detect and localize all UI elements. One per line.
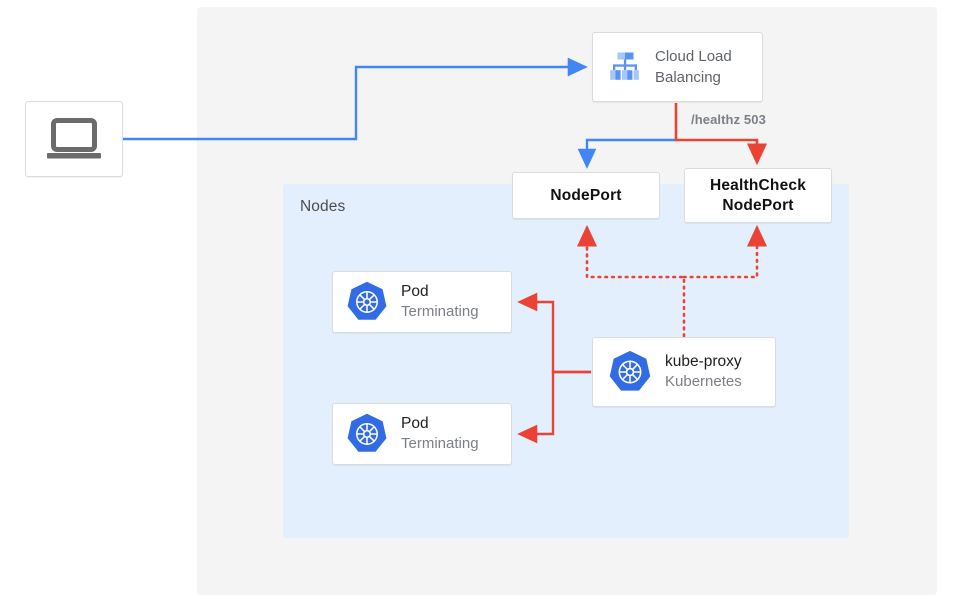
pod-1-text: Pod Terminating	[401, 282, 479, 322]
kube-proxy-title: kube-proxy	[665, 353, 742, 370]
pod-2-status: Terminating	[401, 435, 479, 452]
healthcheck-nodeport-label: HealthCheck NodePort	[710, 176, 806, 216]
healthz-503-label: /healthz 503	[691, 112, 766, 127]
kubernetes-icon	[347, 281, 387, 320]
pod-node-2[interactable]: Pod Terminating	[332, 403, 512, 465]
pod-node-1[interactable]: Pod Terminating	[332, 271, 512, 333]
kube-proxy-text: kube-proxy Kubernetes	[665, 352, 742, 392]
cloud-load-balancing-node[interactable]: Cloud Load Balancing	[592, 32, 763, 102]
kubernetes-icon	[609, 350, 651, 391]
nodes-group-label: Nodes	[300, 198, 346, 215]
client-laptop-node[interactable]	[25, 101, 123, 177]
cloud-load-balancing-label: Cloud Load Balancing	[655, 46, 732, 88]
cloud-load-balancing-line1: Cloud Load	[655, 48, 732, 65]
healthcheck-nodeport-line1: HealthCheck	[709, 176, 807, 194]
pod-1-title: Pod	[401, 283, 429, 300]
pod-2-text: Pod Terminating	[401, 414, 479, 454]
kubernetes-icon	[347, 413, 387, 452]
pod-2-title: Pod	[401, 415, 429, 432]
pod-1-status: Terminating	[401, 303, 479, 320]
kube-proxy-node[interactable]: kube-proxy Kubernetes	[592, 337, 776, 407]
cloud-load-balancing-line2: Balancing	[655, 69, 721, 86]
kube-proxy-subtitle: Kubernetes	[665, 373, 742, 390]
nodeport-node[interactable]: NodePort	[512, 172, 660, 219]
edge-healthz-503	[674, 103, 768, 166]
healthcheck-nodeport-node[interactable]: HealthCheck NodePort	[684, 168, 832, 223]
edge-kube-proxy-to-nodeports	[576, 224, 768, 338]
edge-kube-proxy-to-pods	[517, 292, 591, 444]
edge-client-to-load-balancer	[123, 57, 588, 141]
nodeport-label: NodePort	[550, 186, 622, 204]
laptop-icon	[47, 118, 101, 159]
edge-load-balancer-to-nodeport	[577, 138, 676, 169]
healthcheck-nodeport-line2: NodePort	[722, 196, 794, 214]
cloud-load-balancing-icon	[610, 52, 639, 80]
